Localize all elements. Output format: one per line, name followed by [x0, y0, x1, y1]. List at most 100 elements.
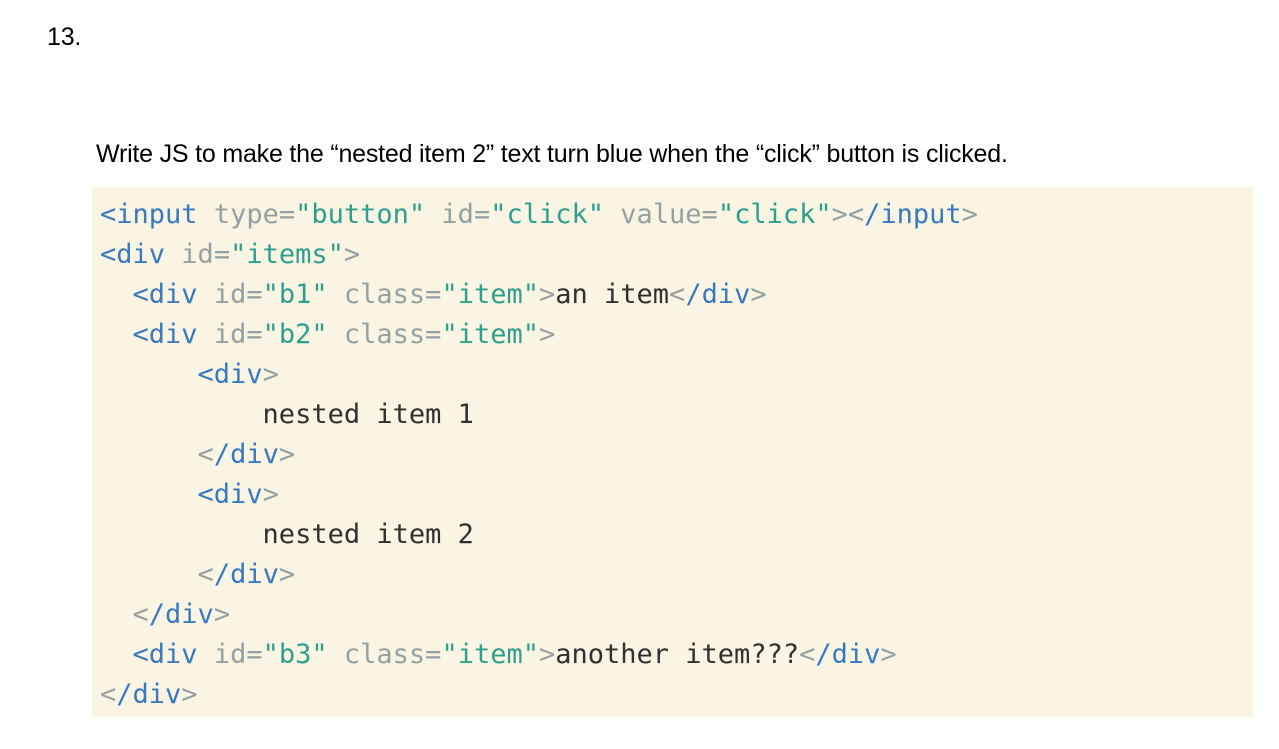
question-line-1: Write JS to make the “nested item 2” tex…	[96, 140, 1008, 168]
code-token-plain	[100, 439, 198, 470]
code-token-tag: <input	[100, 199, 198, 230]
code-token-punct: >	[278, 559, 296, 590]
code-token-plain: nested item 1	[100, 399, 474, 430]
code-token-punct: >	[538, 319, 556, 350]
code-token-punct: <	[197, 559, 214, 590]
code-token-punct: >	[961, 199, 978, 230]
code-token-attr: id	[213, 319, 247, 350]
code-token-punct: >	[538, 639, 556, 670]
code-token-punct: =	[425, 639, 442, 670]
code-token-str: "item"	[441, 319, 539, 350]
code-token-punct: =	[473, 199, 491, 230]
code-line: nested item 1	[100, 395, 1245, 435]
code-token-plain	[100, 639, 133, 670]
code-token-plain	[165, 239, 181, 270]
code-token-tag: /div	[116, 679, 182, 710]
code-token-punct: >	[880, 639, 897, 670]
code-token-tag: /div	[815, 639, 881, 670]
code-token-attr: id	[441, 199, 474, 230]
code-token-tag: /div	[685, 279, 751, 310]
code-line: <div id="b3" class="item">another item??…	[100, 635, 1245, 675]
code-token-attr: id	[213, 639, 247, 670]
code-token-plain: an item	[555, 279, 670, 310]
code-token-punct: >	[343, 239, 361, 270]
code-token-punct: >	[213, 599, 231, 630]
code-token-str: "items"	[230, 239, 344, 270]
code-token-punct: =	[246, 319, 263, 350]
code-line: <div>	[100, 475, 1245, 515]
code-token-punct: =	[701, 199, 718, 230]
code-token-plain: nested item 2	[100, 519, 474, 550]
code-token-plain	[604, 199, 620, 230]
code-block: <input type="button" id="click" value="c…	[92, 187, 1253, 717]
code-token-tag: <div	[100, 239, 166, 270]
code-token-tag: <div	[197, 479, 263, 510]
code-token-tag: <div	[132, 279, 198, 310]
code-token-str: "b2"	[262, 319, 328, 350]
code-token-punct: =	[425, 319, 442, 350]
code-token-punct: <	[132, 599, 149, 630]
code-line: </div>	[100, 435, 1245, 475]
code-token-plain	[100, 479, 198, 510]
code-token-punct: >	[538, 279, 556, 310]
code-line: </div>	[100, 595, 1245, 635]
code-token-punct: ><	[831, 199, 865, 230]
code-token-str: "item"	[441, 639, 539, 670]
code-token-str: "click"	[717, 199, 832, 230]
code-token-str: "button"	[295, 199, 426, 230]
code-token-plain: another item???	[555, 639, 800, 670]
code-token-plain	[100, 599, 133, 630]
code-token-str: "item"	[441, 279, 539, 310]
code-line: <div id="b2" class="item">	[100, 315, 1245, 355]
code-line: </div>	[100, 555, 1245, 595]
code-token-punct: >	[278, 439, 296, 470]
code-token-punct: =	[278, 199, 296, 230]
code-token-str: "b3"	[262, 639, 328, 670]
code-token-attr: class	[343, 639, 426, 670]
code-token-plain	[100, 319, 133, 350]
code-token-plain	[100, 359, 198, 390]
code-token-plain	[198, 639, 214, 670]
code-token-str: "click"	[490, 199, 604, 230]
code-token-plain	[198, 279, 214, 310]
code-token-plain	[425, 199, 441, 230]
code-token-plain	[328, 319, 344, 350]
code-token-punct: =	[246, 639, 263, 670]
code-token-punct: >	[262, 359, 279, 390]
code-token-attr: id	[213, 279, 247, 310]
code-token-tag: /input	[864, 199, 962, 230]
code-token-tag: <div	[197, 359, 263, 390]
code-token-tag: /div	[148, 599, 214, 630]
code-line: <input type="button" id="click" value="c…	[100, 195, 1245, 235]
code-token-attr: value	[620, 199, 702, 230]
code-token-str: "b1"	[262, 279, 328, 310]
code-token-attr: class	[343, 319, 426, 350]
code-token-punct: =	[246, 279, 263, 310]
code-token-tag: /div	[213, 439, 279, 470]
code-token-punct: >	[262, 479, 279, 510]
code-token-plain	[328, 279, 344, 310]
code-token-punct: >	[181, 679, 198, 710]
code-token-attr: type	[213, 199, 279, 230]
code-line: <div id="b1" class="item">an item</div>	[100, 275, 1245, 315]
code-token-tag: <div	[132, 639, 198, 670]
code-token-punct: <	[100, 679, 117, 710]
code-token-attr: class	[343, 279, 426, 310]
code-token-punct: =	[213, 239, 231, 270]
code-token-punct: <	[197, 439, 214, 470]
code-token-plain	[100, 559, 198, 590]
code-token-plain	[100, 279, 133, 310]
code-token-punct: =	[425, 279, 442, 310]
code-line: <div id="items">	[100, 235, 1245, 275]
code-token-punct: >	[750, 279, 767, 310]
code-token-tag: <div	[132, 319, 198, 350]
code-token-punct: <	[799, 639, 816, 670]
code-line: </div>	[100, 675, 1245, 715]
code-token-punct: <	[669, 279, 686, 310]
code-token-tag: /div	[213, 559, 279, 590]
question-number: 13.	[47, 23, 82, 51]
code-token-attr: id	[181, 239, 214, 270]
code-token-plain	[198, 319, 214, 350]
code-token-plain	[198, 199, 214, 230]
